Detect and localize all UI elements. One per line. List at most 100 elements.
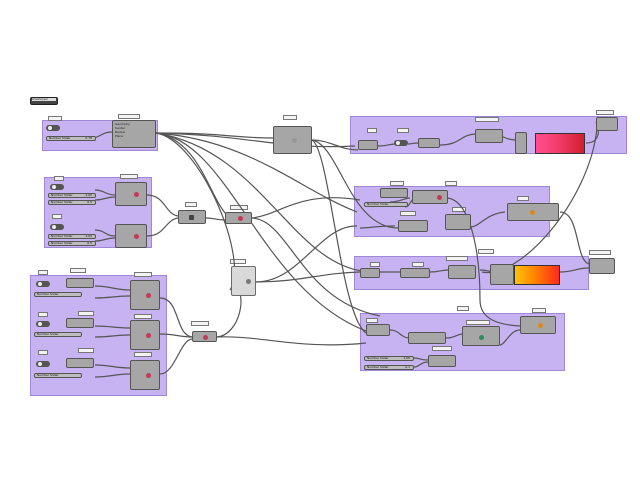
xy-plane-component[interactable]: [380, 188, 408, 198]
group-tag: [191, 321, 209, 326]
boolean-toggle[interactable]: [394, 140, 408, 146]
evaluate-component[interactable]: [398, 220, 428, 232]
slider-label: Number Slider: [51, 200, 73, 204]
plane-component[interactable]: [130, 280, 160, 310]
boolean-toggle[interactable]: [46, 125, 60, 131]
colour-component[interactable]: [507, 203, 559, 221]
slider-label: Number Slider: [367, 202, 389, 206]
circle-icon: [238, 216, 243, 221]
group-tag: [517, 196, 529, 201]
colour-component[interactable]: [520, 316, 556, 334]
loft-component[interactable]: [273, 126, 312, 154]
wire: [255, 225, 358, 283]
boolean-toggle[interactable]: [50, 184, 64, 190]
plane-component[interactable]: [130, 320, 160, 350]
group-tag: [38, 312, 48, 317]
number-slider[interactable]: Number Slider 1.00: [48, 234, 96, 239]
input-label: Center: [115, 126, 126, 130]
slider-label: Number Slider: [51, 193, 73, 197]
wire: [146, 217, 179, 237]
number-slider[interactable]: Number Slider 1.00: [48, 193, 96, 198]
loft-icon: [292, 138, 297, 143]
transform-component[interactable]: [462, 326, 500, 346]
xz-plane-component[interactable]: [66, 318, 94, 328]
wire: [146, 194, 179, 217]
curve-component[interactable]: [231, 266, 256, 296]
bounds-component[interactable]: [448, 265, 476, 279]
number-slider[interactable]: Number Slider: [364, 202, 408, 207]
join-component[interactable]: [178, 210, 206, 224]
group-tag: [70, 268, 86, 273]
group-tag: [412, 262, 424, 267]
wire: [559, 211, 590, 265]
number-slider[interactable]: Number Slider 0.78: [46, 136, 96, 141]
gradient-preview[interactable]: [514, 265, 560, 285]
circle-component[interactable]: [225, 212, 252, 224]
number-slider[interactable]: Number Slider 0.1: [364, 365, 414, 370]
slider-label: Number Slider: [49, 136, 71, 140]
divide-component[interactable]: [412, 190, 448, 204]
wire: [94, 285, 131, 291]
wire: [445, 333, 463, 339]
wire: [205, 217, 226, 221]
number-slider[interactable]: Number Slider: [34, 292, 82, 297]
boolean-toggle[interactable]: [50, 224, 64, 230]
wire: [446, 197, 521, 327]
list-component[interactable]: [360, 268, 380, 278]
wire: [94, 196, 116, 201]
xz-plane-component[interactable]: [66, 278, 94, 288]
reverse-component[interactable]: [418, 138, 440, 148]
deconstruct-component[interactable]: Geometry Center Radius Plane: [112, 120, 156, 148]
list-component[interactable]: [366, 324, 390, 336]
gradient-component[interactable]: [515, 132, 527, 154]
group-tag: [52, 214, 62, 219]
wire: [216, 336, 367, 346]
number-slider[interactable]: Number Slider 1.00: [364, 356, 414, 361]
group-tag: [452, 207, 466, 212]
slider-label: Number Slider: [37, 332, 59, 336]
number-slider[interactable]: Number Slider 0.5: [48, 200, 96, 205]
plane-icon: [146, 373, 151, 378]
slider-label: Number Slider: [37, 292, 59, 296]
preview-component[interactable]: [589, 258, 615, 274]
curve-icon: [246, 279, 251, 284]
number-slider[interactable]: Number Slider 0.5: [48, 241, 96, 246]
merge-component[interactable]: [192, 331, 217, 342]
xz-plane-component[interactable]: [66, 358, 94, 368]
gradient-component[interactable]: [490, 264, 514, 285]
wire: [311, 139, 367, 334]
group-tag: [185, 202, 197, 207]
number-slider[interactable]: Number Slider: [34, 373, 82, 378]
number-slider[interactable]: Number Slider: [34, 332, 82, 337]
project-component[interactable]: [445, 214, 471, 230]
gradient-preview[interactable]: [535, 133, 585, 154]
list-component[interactable]: [358, 140, 378, 150]
slider-value: 0.78: [85, 136, 92, 140]
plane-icon: [146, 293, 151, 298]
boolean-toggle[interactable]: [36, 321, 50, 327]
group-tag: [134, 352, 152, 357]
wire: [359, 225, 396, 229]
wire: [155, 132, 356, 148]
group-tag: [134, 272, 152, 277]
reverse-component[interactable]: [400, 268, 430, 278]
bounds-component[interactable]: [408, 332, 446, 344]
rotate-component[interactable]: [428, 355, 456, 367]
group-tag: [532, 308, 546, 313]
wire: [413, 361, 429, 368]
plane-component[interactable]: [130, 360, 160, 390]
boolean-toggle[interactable]: [36, 361, 50, 367]
preview-component[interactable]: [596, 117, 618, 131]
wire: [311, 139, 359, 151]
plane-component[interactable]: [115, 224, 147, 248]
bounds-component[interactable]: [475, 129, 503, 143]
colour-icon: [538, 323, 543, 328]
group-tag: [370, 262, 380, 267]
input-label: Plane: [115, 134, 124, 138]
boolean-toggle[interactable]: [36, 281, 50, 287]
group-tag: [446, 256, 468, 261]
group-tag: [78, 311, 94, 316]
wire: [429, 269, 449, 273]
plane-component[interactable]: [115, 182, 147, 206]
